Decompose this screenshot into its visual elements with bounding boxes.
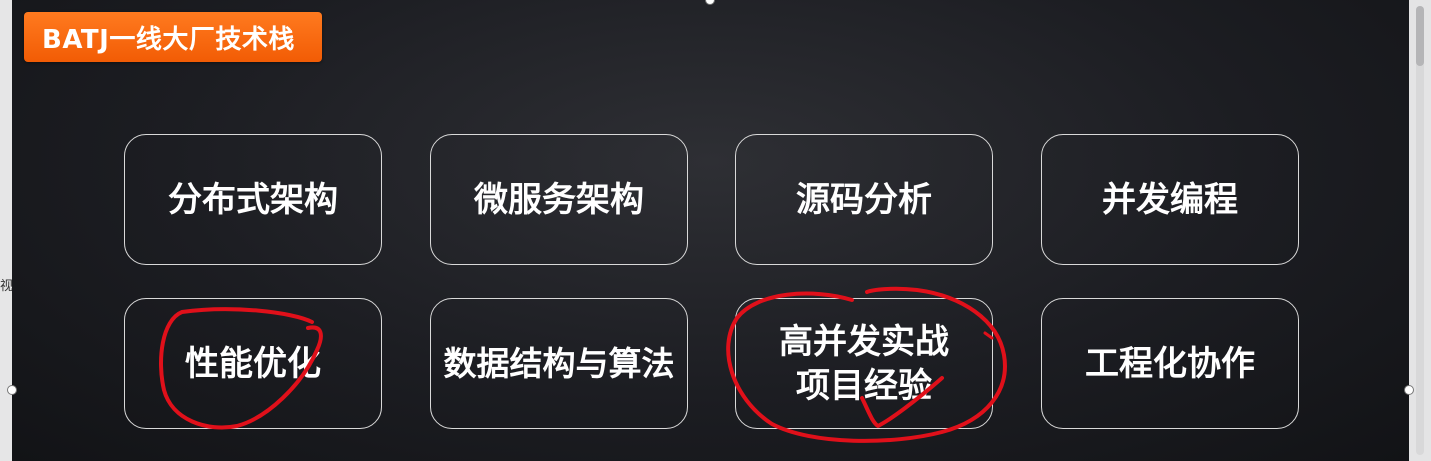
topic-card-grid: 分布式架构 微服务架构 源码分析 并发编程 性能优化 数据结构与算法 高并发实战… bbox=[12, 0, 1409, 461]
scrollbar-track[interactable] bbox=[1416, 6, 1424, 455]
topic-card-label: 分布式架构 bbox=[168, 179, 338, 220]
topic-card-label: 源码分析 bbox=[796, 179, 932, 220]
scrollbar-thumb[interactable] bbox=[1416, 6, 1424, 66]
topic-card-data-structures-algorithms: 数据结构与算法 bbox=[430, 298, 688, 429]
topic-card-source-code-analysis: 源码分析 bbox=[735, 134, 993, 265]
topic-card-performance-optimization: 性能优化 bbox=[124, 298, 382, 429]
topic-card-concurrent-programming: 并发编程 bbox=[1041, 134, 1299, 265]
slide-resize-handle-left[interactable] bbox=[7, 385, 17, 395]
slide-resize-handle-right[interactable] bbox=[1404, 385, 1414, 395]
topic-card-microservice-architecture: 微服务架构 bbox=[430, 134, 688, 265]
topic-card-label: 性能优化 bbox=[185, 343, 321, 384]
topic-card-high-concurrency-project-experience: 高并发实战 项目经验 bbox=[735, 298, 993, 429]
topic-card-engineering-collaboration: 工程化协作 bbox=[1041, 298, 1299, 429]
topic-card-label: 工程化协作 bbox=[1085, 343, 1255, 384]
slide-title: BATJ一线大厂技术栈 bbox=[42, 24, 295, 55]
topic-card-label: 并发编程 bbox=[1102, 179, 1238, 220]
topic-card-label: 数据结构与算法 bbox=[443, 343, 675, 383]
right-scrollbar-panel bbox=[1409, 0, 1431, 461]
topic-card-distributed-architecture: 分布式架构 bbox=[124, 134, 382, 265]
topic-card-label: 高并发实战 项目经验 bbox=[779, 321, 949, 406]
slide-canvas[interactable]: BATJ一线大厂技术栈 分布式架构 微服务架构 源码分析 并发编程 性能优化 数… bbox=[12, 0, 1409, 461]
topic-card-label: 微服务架构 bbox=[474, 179, 644, 220]
slide-title-banner: BATJ一线大厂技术栈 bbox=[24, 12, 322, 62]
